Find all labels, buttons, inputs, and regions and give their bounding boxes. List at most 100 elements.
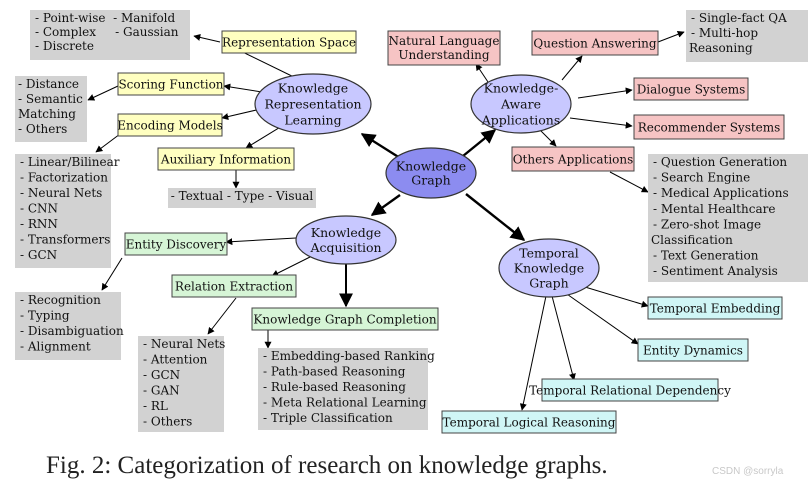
leaf-item: - Others [143,415,192,429]
box-entity-dynamics: Entity Dynamics [637,338,749,362]
box-label: Temporal Embedding [650,302,781,316]
leaf-item: - Point-wise - Manifold [35,11,176,25]
leaf-box-others-apps: - Question Generation- Search Engine- Me… [648,154,808,282]
watermark: CSDN @sorryla [712,466,784,477]
edge-krl-scoring [223,83,263,93]
node-label: Applications [481,113,561,128]
edge-center-krl [360,132,401,160]
leaf-item: - Recognition [20,293,101,307]
edge-qa-leaf [657,30,685,43]
leaf-box-relation-extraction: - Neural Nets- Attention- GCN- GAN- RL- … [138,336,225,432]
box-label: Scoring Function [118,78,223,92]
leaf-item: - Text Generation [653,249,759,263]
box-label: Others Applications [513,153,634,167]
leaf-item: - Path-based Reasoning [263,365,406,379]
leaf-item: - Meta Relational Learning [263,396,427,410]
leaf-item: - GAN [143,384,180,398]
leaf-box-auxiliary: - Textual - Type - Visual [168,188,316,208]
node-label: Knowledge- [484,81,559,96]
edge-ka-entity [225,237,297,246]
node-label: Knowledge [311,225,381,240]
edge-others-leaf [609,171,649,193]
edge-entity-leaf [101,257,123,291]
edge-tkg-embedding [574,283,649,308]
leaf-item: - Attention [143,353,208,367]
leaf-box-rep-space: - Point-wise - Manifold- Complex - Gauss… [30,10,190,60]
leaf-item: - Rule-based Reasoning [263,380,406,394]
leaf-item: - GCN [20,248,57,262]
leaf-item: - Single-fact QA [691,11,787,25]
box-auxiliary: Auxiliary Information [157,147,295,171]
box-label: Entity Dynamics [643,344,743,358]
leaf-item: - GCN [143,368,180,382]
box-label: Auxiliary Information [160,153,291,167]
ellipse-nodes: KnowledgeGraphKnowledgeRepresentationLea… [254,73,600,298]
box-encoding: Encoding Models [117,113,223,137]
node-label: Graph [411,173,450,188]
leaf-item: - Textual - Type - Visual [171,189,314,203]
leaf-item: - Semantic [18,92,83,106]
box-entity-discovery: Entity Discovery [124,232,228,256]
edge-kaa-dialogue [577,87,633,99]
edge-relation-leaf [207,297,237,335]
node-label: Acquisition [309,240,381,255]
node-label: Learning [284,113,341,128]
edge-tkg-logical [519,295,547,411]
edge-ka-relation [271,255,313,277]
node-label: Aware [500,97,541,112]
leaf-item: - Search Engine [653,171,750,185]
leaf-item: - Disambiguation [20,324,124,338]
node-label: Representation [264,97,361,112]
edge-center-kaa [462,129,497,157]
leaf-item: - Triple Classification [263,411,393,425]
leaf-item: - Question Generation [653,155,787,169]
leaf-item: - Embedding-based Ranking [263,349,435,363]
edge-auxiliary-leaf [230,169,240,189]
box-temporal-embedding: Temporal Embedding [647,296,783,320]
leaf-box-kgc: - Embedding-based Ranking - Path-based Re… [258,348,435,430]
box-label: Understanding [398,48,489,62]
box-label: Entity Discovery [126,238,227,252]
box-label: Natural Language [389,34,500,48]
edge-center-ka [370,194,401,216]
edge-tkg-dynamics [563,291,639,345]
box-temporal-logical: Temporal Logical Reasoning [441,410,617,434]
leaf-item: - Sentiment Analysis [653,264,778,278]
box-label: Representation Space [222,36,356,50]
edge-krl-auxiliary [245,125,283,149]
box-scoring: Scoring Function [117,72,225,96]
box-label: Knowledge Graph Completion [253,313,436,327]
leaf-item: - Distance [18,77,79,91]
box-label: Relation Extraction [175,280,293,294]
leaf-item: - RNN [20,217,58,231]
leaf-box-encoding: - Linear/Bilinear- Factorization- Neural… [15,154,120,268]
box-label: Dialogue Systems [637,83,746,97]
node-label: Graph [529,276,568,291]
leaf-box-entity-discovery: - Recognition- Typing- Disambiguation- A… [15,292,124,360]
node-label: Knowledge [278,81,348,96]
leaf-item: - Linear/Bilinear [20,155,120,169]
edge-scoring-leaf [87,85,119,101]
node-label: Temporal [519,246,579,261]
node-label: Knowledge [514,261,584,276]
edge-tkg-relational [551,295,576,381]
box-recommender: Recommender Systems [633,114,785,140]
leaf-boxes: - Point-wise - Manifold- Complex - Gauss… [15,10,808,432]
node-label: Knowledge [396,159,466,174]
box-label: Encoding Models [117,119,222,133]
box-label: Question Answering [533,37,656,51]
leaf-item: - Typing [20,309,70,323]
box-label: Temporal Relational Dependency [529,384,731,398]
leaf-item: - Multi-hop [691,26,758,40]
leaf-item: Classification [651,233,733,247]
leaf-item: - Discrete [35,39,94,53]
leaf-item: - Others [18,122,67,136]
